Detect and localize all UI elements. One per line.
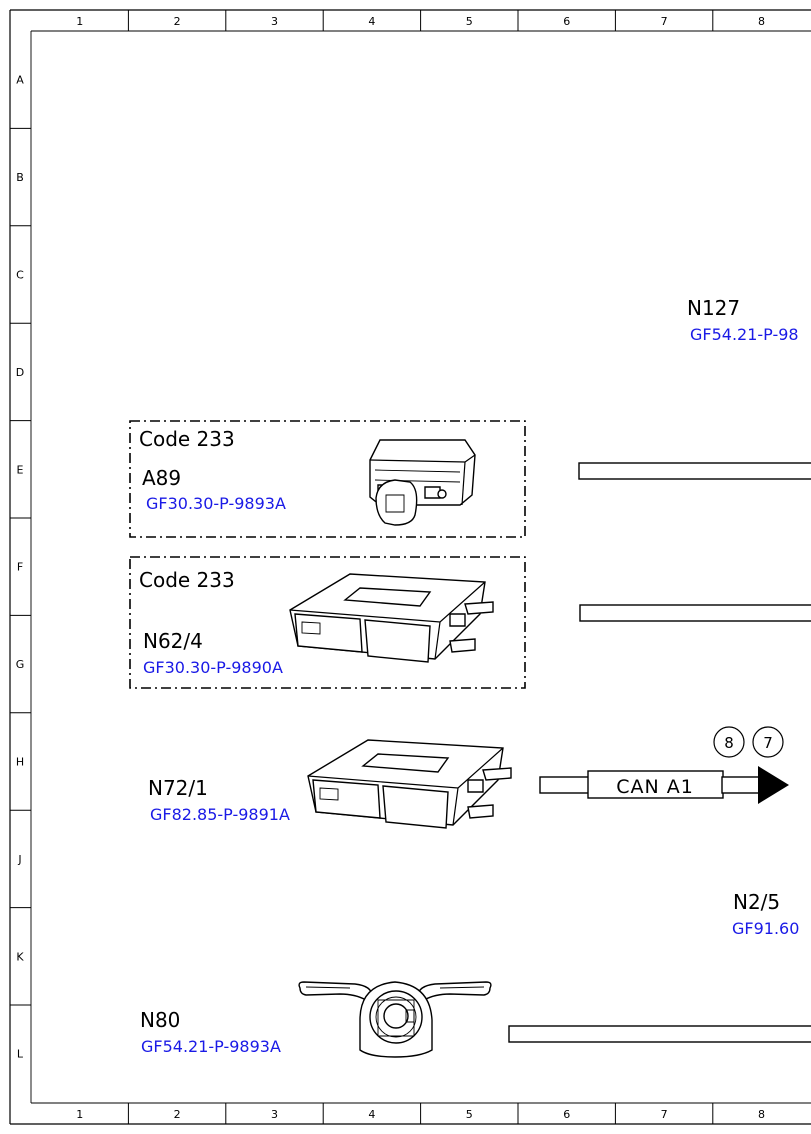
grid-row-label: G [16, 658, 25, 671]
grid-column-label: 6 [563, 15, 570, 28]
grid-column-label: 5 [466, 15, 473, 28]
component-name: N62/4 [143, 629, 203, 653]
arrow-right-icon [758, 766, 789, 804]
grid-row-label: D [16, 366, 24, 379]
component-n127: N127 GF54.21-P-98 [687, 296, 799, 344]
component-name: N2/5 [733, 890, 780, 914]
grid-column-label: 4 [368, 15, 375, 28]
can-bus-connection: CAN A1 8 7 [539, 726, 789, 804]
can-bus-label-box [587, 770, 724, 799]
grid-row-label: B [16, 171, 24, 184]
component-reference-link[interactable]: GF91.60 [732, 919, 799, 938]
connection-line-n80 [508, 1025, 811, 1043]
component-n72-1: N72/1 GF82.85-P-9891A [148, 739, 512, 829]
grid-column-labels-bottom: 1 2 3 4 5 6 7 8 [76, 1103, 765, 1124]
steering-column-module-icon [298, 981, 492, 1058]
grid-row-label: C [16, 269, 24, 282]
grid-column-label: 1 [76, 1108, 83, 1121]
grid-column-label: 2 [174, 1108, 181, 1121]
connection-marker-8[interactable]: 8 [713, 726, 745, 758]
can-bus-label: CAN A1 [616, 776, 694, 798]
control-unit-icon [289, 573, 494, 663]
connection-line-n62-4 [579, 604, 811, 622]
grid-column-labels-top: 1 2 3 4 5 6 7 8 [76, 10, 765, 31]
component-n2-5: N2/5 GF91.60 [732, 890, 799, 938]
grid-row-labels: A B C D E F G H J K L [10, 74, 31, 1061]
option-code-label: Code 233 [139, 568, 235, 592]
grid-row-label: E [17, 463, 24, 476]
grid-column-label: 3 [271, 1108, 278, 1121]
grid-column-label: 4 [368, 1108, 375, 1121]
component-reference-link[interactable]: GF54.21-P-9893A [141, 1037, 281, 1056]
grid-row-label: F [17, 561, 23, 574]
sensor-unit-icon [369, 439, 476, 526]
component-n80: N80 GF54.21-P-9893A [140, 981, 492, 1058]
component-reference-link[interactable]: GF82.85-P-9891A [150, 805, 290, 824]
grid-column-label: 7 [661, 1108, 668, 1121]
grid-column-label: 2 [174, 15, 181, 28]
component-name: N80 [140, 1008, 180, 1032]
grid-column-label: 7 [661, 15, 668, 28]
grid-column-label: 3 [271, 15, 278, 28]
connection-marker-7[interactable]: 7 [752, 726, 784, 758]
optional-group-a89: Code 233 A89 GF30.30-P-9893A [129, 420, 526, 538]
grid-column-label: 5 [466, 1108, 473, 1121]
grid-column-label: 8 [758, 15, 765, 28]
grid-column-label: 8 [758, 1108, 765, 1121]
marker-number: 8 [724, 734, 734, 752]
marker-number: 7 [763, 734, 773, 752]
component-reference-link[interactable]: GF30.30-P-9893A [146, 494, 286, 513]
grid-row-label: H [16, 756, 24, 769]
grid-row-label: K [16, 950, 24, 963]
component-name: N72/1 [148, 776, 208, 800]
grid-column-label: 1 [76, 15, 83, 28]
grid-row-label: L [17, 1048, 24, 1061]
component-name: N127 [687, 296, 740, 320]
grid-column-label: 6 [563, 1108, 570, 1121]
control-unit-icon [307, 739, 512, 829]
grid-row-label: A [16, 74, 24, 87]
dash-dot-boundary [129, 556, 526, 689]
connection-line-a89 [578, 462, 811, 480]
component-reference-link[interactable]: GF30.30-P-9890A [143, 658, 283, 677]
dash-dot-boundary [129, 420, 526, 538]
component-name: A89 [142, 466, 181, 490]
grid-row-label: J [17, 853, 21, 866]
option-code-label: Code 233 [139, 427, 235, 451]
optional-group-n62-4: Code 233 N62/4 GF30.30-P-9890A [129, 556, 526, 689]
component-reference-link[interactable]: GF54.21-P-98 [690, 325, 799, 344]
